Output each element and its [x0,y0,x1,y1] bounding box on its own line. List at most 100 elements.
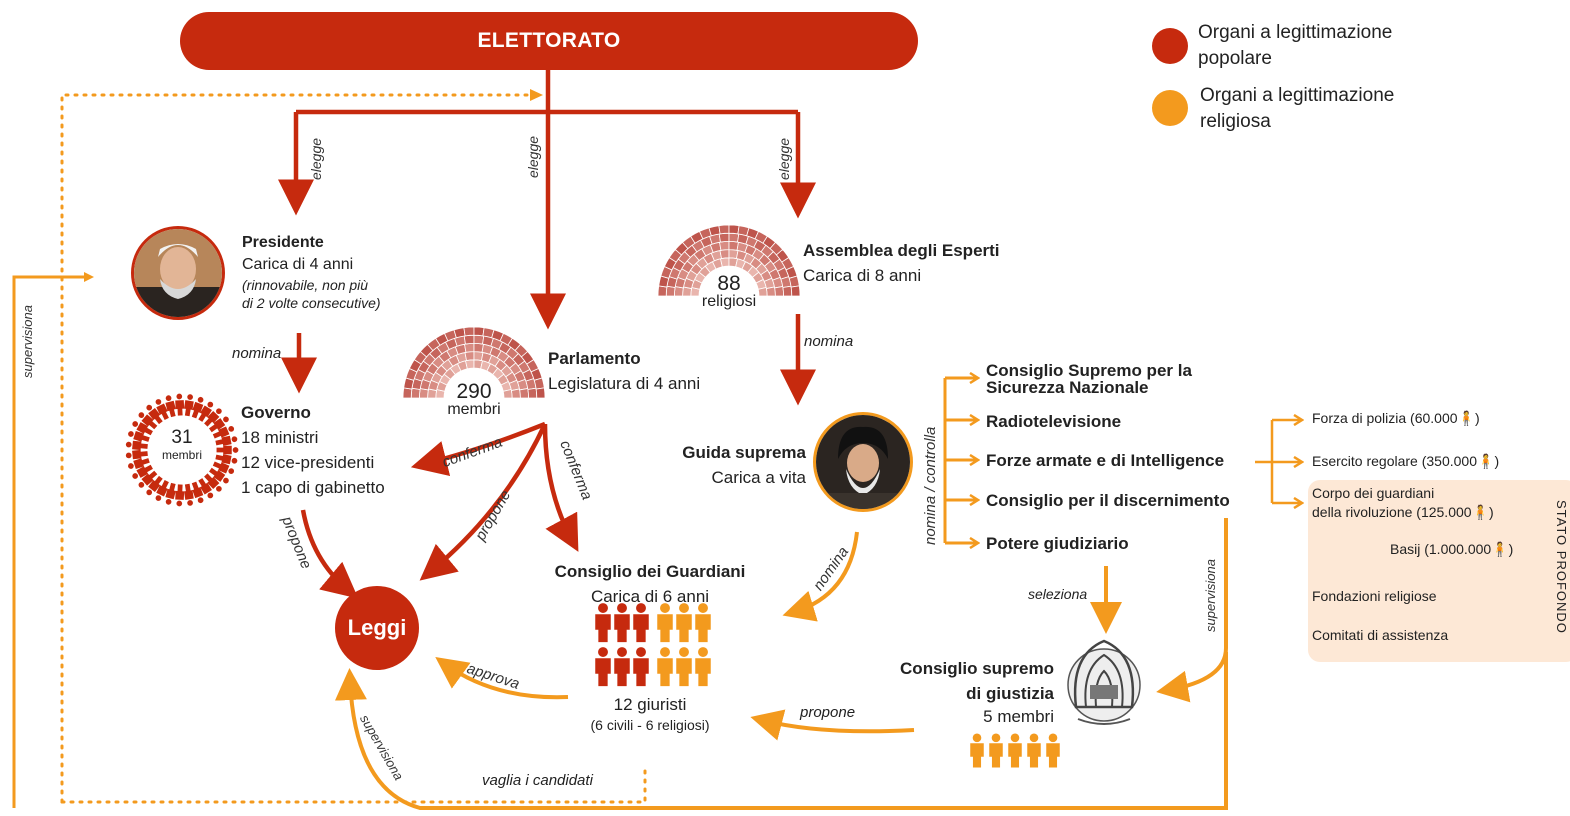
presidente-title: Presidente [242,234,324,251]
person-body [216,445,232,455]
hemicycle-seat [527,387,538,399]
person-body [148,408,163,425]
guardiano-civile [595,647,611,687]
person-body [204,410,220,427]
governo-person [132,464,153,479]
person-head [698,647,708,658]
edge-supervisiona-right: supervisiona [1203,559,1218,632]
guardiani-footer: 12 giuristi (6 civili - 6 religiosi) [550,694,750,734]
person-body [1027,743,1041,768]
governo-person [209,416,229,433]
guardiano-civile [633,603,649,643]
edge-vaglia-candidati: vaglia i candidati [482,772,593,789]
governo-person [184,394,194,417]
governo-count: 31 membri [152,427,212,463]
hemicycle-seat [464,351,475,362]
guardiani-title: Consiglio dei Guardiani [554,562,746,581]
parlamento-count-number: 290 [456,380,492,403]
person-icon: 🧍 [1477,453,1495,469]
hemicycle-seat [718,232,730,243]
person-head [660,647,670,658]
guida-title: Guida suprema [682,443,806,462]
legend-popular-line1: Organi a legittimazione [1198,22,1393,43]
governo-person [184,483,194,506]
hemicycle-seat [402,387,413,399]
guida-photo [816,415,910,509]
hemicycle-seat [465,359,475,370]
parlamento-title: Parlamento [548,349,641,368]
guardiano-religioso [657,647,673,687]
force-basij-label: Basij (1.000.000 [1390,541,1492,557]
person-body [175,484,185,500]
legend-religious-line1: Organi a legittimazione [1200,85,1395,106]
person-head [146,489,153,496]
governo-person [191,481,204,504]
giustizia-person [1027,733,1041,768]
giustizia-person [989,733,1003,768]
person-head [636,603,646,614]
person-body [184,483,194,500]
person-body [191,481,204,499]
person-head [207,492,214,499]
hemicycle-seat [718,224,730,235]
person-head [598,647,608,658]
force-esercito: Esercito regolare (350.000🧍) [1312,451,1499,471]
person-body [165,482,176,500]
controlled-consiglio-sicurezza-line1: Consiglio Supremo per la [986,361,1192,380]
person-head [125,441,132,448]
person-body [614,614,630,643]
person-icon: 🧍 [1471,504,1489,520]
governo-person [212,426,235,439]
controlled-discernimento: Consiglio per il discernimento [986,491,1230,510]
hemicycle-seat [464,342,475,353]
force-polizia-label: Forza di polizia (60.000 [1312,410,1458,426]
person-head [128,463,134,469]
giustizia-title: Consiglio supremo di giustizia [854,656,1054,706]
governo-count-label: membri [161,448,202,462]
person-head [197,497,204,504]
legend-religious-line2: religiosa [1200,111,1271,132]
force-esercito-label: Esercito regolare (350.000 [1312,453,1477,469]
person-body [184,400,194,417]
person-body [198,478,212,495]
governo-count-number: 31 [171,427,193,448]
governo-person [209,467,229,484]
giustizia-person [970,733,984,768]
person-icon: 🧍 [1457,410,1475,426]
governo-person [198,401,214,422]
person-body [657,658,673,687]
person-body [165,400,176,418]
person-body [1046,743,1060,768]
person-body [970,743,984,768]
person-head [1048,733,1058,743]
edge-supervisiona-left: supervisiona [20,305,35,378]
governo-person [216,445,239,455]
person-head [232,447,239,453]
assemblea-term: Carica di 8 anni [803,266,922,285]
guida-portrait [813,412,913,512]
presidente-photo [134,229,222,317]
force-guardiani-paren: ) [1489,504,1494,520]
person-body [212,461,230,474]
legend-popular-dot [1152,28,1188,64]
guardiano-religioso [676,647,692,687]
deep-fondazioni: Fondazioni religiose [1312,588,1437,604]
governo-person [175,484,185,507]
governo-person [191,396,204,419]
person-head [138,482,145,488]
person-body [141,414,158,430]
legend-popular-line2: popolare [1198,48,1272,69]
assemblea-count-number: 88 [717,272,741,295]
person-head [216,485,222,492]
edge-elegge-parlamento: elegge [525,135,541,178]
person-icon: 🧍 [1491,541,1509,557]
person-head [155,495,162,501]
person-head [187,500,193,506]
edge-nomina-controlla: nomina / controlla [922,426,939,545]
person-body [595,658,611,687]
assemblea-count: 88 religiosi [689,272,769,310]
person-head [146,404,153,411]
edge-elegge-assemblea: elegge [776,137,792,180]
hemicycle-seat [473,326,485,337]
